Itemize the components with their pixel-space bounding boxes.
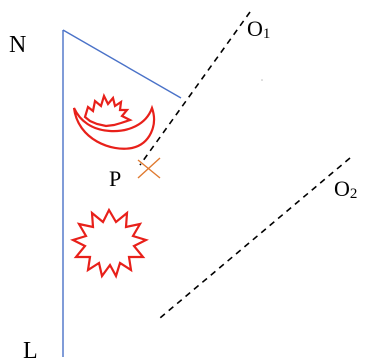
label-o2-subscript: 2 [350,186,358,202]
sun-starburst-icon [70,207,149,279]
label-o1-letter: O [247,16,263,41]
label-o1: O1 [247,16,270,42]
label-p: P [109,166,121,191]
point-p-cross-icon [137,157,161,179]
crescent-outline [72,104,156,150]
label-o2-letter: O [334,176,350,201]
label-n: N [9,32,26,58]
crescent-starburst [83,93,133,128]
label-o2: O2 [334,176,357,202]
label-l: L [23,338,38,361]
dashed-line-o1 [139,11,251,166]
crescent-with-sun-icon [72,93,156,150]
label-o1-subscript: 1 [263,26,271,42]
stray-dot [261,79,263,81]
line-n-to-reflection [62,29,182,99]
dashed-line-o2 [159,157,351,319]
